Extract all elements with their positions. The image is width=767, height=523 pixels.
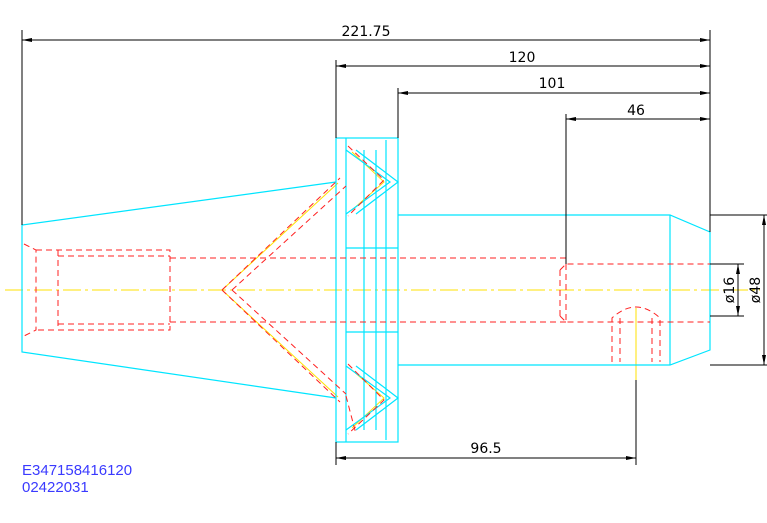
holder-cylinder xyxy=(398,214,711,366)
groove-centerline-bottom xyxy=(351,369,385,429)
dim-setscrew-position: 96.5 xyxy=(470,441,501,457)
drawbar-thread-bore xyxy=(36,249,171,331)
dim-flange-to-end: 120 xyxy=(509,50,536,66)
tool-bore-bottom xyxy=(559,315,710,323)
groove-centerline-top xyxy=(351,151,385,211)
dim-bore-diameter: ø16 xyxy=(722,277,738,303)
part-code-line2: 02422031 xyxy=(22,479,89,496)
setscrew-hole xyxy=(611,306,661,362)
dim-outer-diameter: ø48 xyxy=(748,277,764,303)
dimension-lines xyxy=(21,30,767,465)
taper-shank xyxy=(21,181,337,399)
flange xyxy=(335,137,399,443)
tool-bore-top xyxy=(559,263,710,271)
dim-bore-depth: 46 xyxy=(627,103,645,119)
dim-face-to-end: 101 xyxy=(539,76,566,92)
dimension-labels: 221.75 120 101 46 96.5 ø16 ø48 xyxy=(342,24,765,457)
dim-overall-length: 221.75 xyxy=(342,24,391,40)
part-code-block: E347158416120 02422031 xyxy=(22,462,132,496)
v-groove-bottom xyxy=(345,365,392,431)
hidden-features xyxy=(23,145,710,435)
part-code-line1: E347158416120 xyxy=(22,462,133,479)
